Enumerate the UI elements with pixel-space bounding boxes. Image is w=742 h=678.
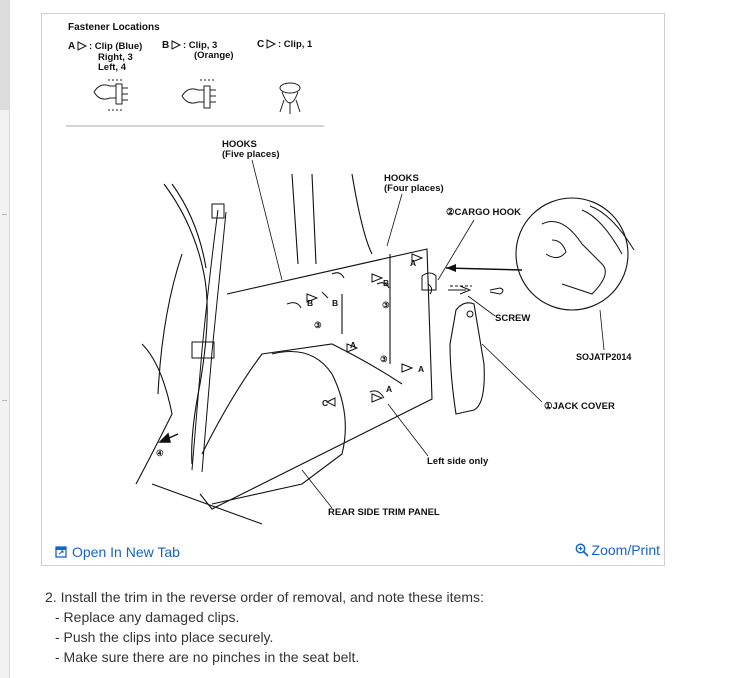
callout-4: ④ — [156, 448, 164, 458]
open-in-new-tab-label: Open In New Tab — [72, 544, 180, 560]
callout-3-c: ③ — [380, 354, 388, 364]
screw-icon — [489, 287, 504, 295]
figure-panel: Fastener Locations A : Clip (Blue) Right… — [41, 13, 665, 566]
clip-a-letter: A — [68, 41, 75, 52]
zoom-print-link[interactable]: Zoom/Print — [575, 542, 660, 558]
svg-text:A: A — [386, 384, 392, 394]
scrollbar-tick — [2, 214, 7, 215]
jack-cover-drawing — [449, 302, 485, 415]
trim-panel-diagram: Fastener Locations A : Clip (Blue) Right… — [66, 22, 635, 525]
cargo-hook-drawing — [421, 272, 472, 295]
hooks-four-label: HOOKS — [384, 173, 419, 184]
svg-text:A: A — [418, 364, 424, 374]
svg-text:B: B — [332, 298, 338, 308]
cargo-hook-label: ②CARGO HOOK — [446, 207, 521, 218]
instruction-item: - Make sure there are no pinches in the … — [55, 649, 360, 665]
clip-a-line1: : Clip (Blue) — [89, 41, 142, 52]
clip-c-letter: C — [257, 39, 264, 50]
panel-clip-markers — [286, 253, 424, 407]
svg-text:C: C — [322, 398, 328, 408]
instruction-step: 2. Install the trim in the reverse order… — [45, 589, 484, 605]
hooks-four-sub: (Four places) — [384, 183, 444, 194]
diagram-code: SOJATP2014 — [576, 352, 631, 362]
clip-c-line1: : Clip, 1 — [278, 39, 313, 50]
svg-text:A: A — [410, 258, 416, 268]
scrollbar-tick — [2, 400, 7, 401]
open-in-new-tab-link[interactable]: Open In New Tab — [55, 544, 180, 560]
clip-c-drawing — [279, 82, 301, 114]
svg-text:B: B — [307, 298, 313, 308]
clip-b-triangle-icon — [171, 40, 182, 50]
hooks-five-sub: (Five places) — [222, 149, 280, 160]
vehicle-body-outline — [135, 173, 433, 525]
left-side-only-label: Left side only — [427, 456, 489, 467]
clip-a-drawing — [93, 79, 128, 111]
svg-text:B: B — [383, 278, 389, 288]
pull-arrow-icon — [158, 432, 179, 443]
zoom-print-label: Zoom/Print — [591, 542, 660, 558]
clip-a-line2: Right, 3 — [98, 52, 133, 63]
clip-b-line2: (Orange) — [194, 50, 234, 61]
seat-belt-drawing — [191, 203, 227, 473]
callout-3-b: ③ — [382, 300, 390, 310]
callout-3-a: ③ — [314, 320, 322, 330]
scrollbar-thumb[interactable] — [0, 0, 9, 110]
instruction-item: - Push the clips into place securely. — [55, 629, 274, 645]
clip-b-line1: : Clip, 3 — [183, 40, 217, 51]
instructions-block: 2. Install the trim in the reverse order… — [45, 587, 484, 667]
instruction-item: - Replace any damaged clips. — [55, 609, 240, 625]
svg-text:A: A — [350, 340, 356, 350]
hooks-five-label: HOOKS — [222, 139, 257, 150]
clip-b-letter: B — [162, 40, 169, 51]
rear-panel-label: REAR SIDE TRIM PANEL — [328, 507, 440, 518]
clip-b-drawing — [181, 79, 216, 109]
detail-magnifier-circle — [515, 197, 629, 311]
screw-label: SCREW — [495, 313, 530, 324]
fastener-header: Fastener Locations — [68, 22, 160, 33]
clip-a-triangle-icon — [77, 41, 88, 51]
detail-hook-drawing — [541, 205, 635, 295]
jack-cover-label: ①JACK COVER — [544, 401, 615, 412]
magnifier-icon — [575, 543, 589, 557]
external-window-icon — [55, 546, 67, 558]
clip-a-line3: Left, 4 — [98, 62, 127, 73]
left-scrollbar[interactable] — [0, 0, 10, 678]
clip-c-triangle-icon — [266, 39, 277, 49]
